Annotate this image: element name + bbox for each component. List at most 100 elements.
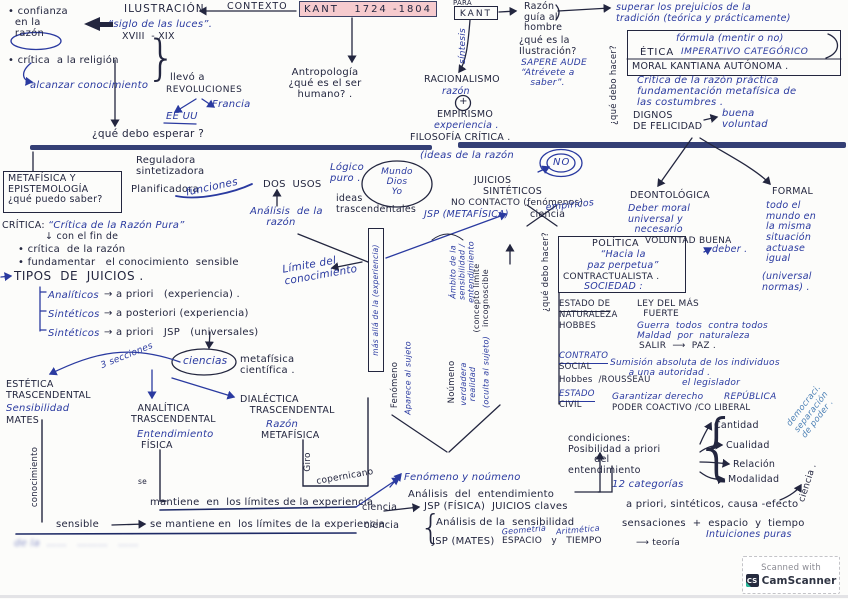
plus-sign: + (459, 96, 468, 107)
confianza-razon: • confianza en la razón (8, 6, 68, 40)
superar-prejuicios: superar los prejuicios de la tradición (… (616, 2, 791, 24)
texto-cortado: de la …… ……… …… (14, 538, 140, 549)
doce-categorias: 12 categorías (612, 479, 684, 490)
ley-mas-fuerte: LEY DEL MÁS FUERTE (637, 299, 699, 320)
hobbes-rousseau: Hobbes /ROUSSEAU (559, 375, 651, 385)
critica-razon-pura: “Crítica de la Razón Pura” (48, 220, 185, 231)
poder-coactivo: PODER COACTIVO /CO LIBERAL (612, 403, 751, 413)
estado: ESTADO (559, 389, 595, 402)
bullet-critica-razon: • crítica de la razón (18, 244, 126, 255)
ideas-de-la-razon: (ideas de la razón (420, 150, 514, 161)
no: NO (553, 157, 571, 168)
francia: Francia (212, 99, 251, 110)
filosofia-critica: FILOSOFÍA CRÍTICA . (410, 132, 511, 143)
analisis-entendimiento: Análisis del entendimiento (408, 489, 555, 500)
page-bottom-edge (0, 595, 848, 598)
fenomeno-noumeno: Fenómeno y noúmeno (404, 472, 521, 483)
badge-scanned-with: Scanned with (761, 563, 821, 573)
estado-de: ESTADO DE (559, 299, 611, 312)
sensibilidad: Sensibilidad (6, 403, 70, 414)
racionalismo: RACIONALISMO (424, 74, 500, 85)
estetica-trascendental: ESTÉTICA TRASCENDENTAL (6, 379, 91, 401)
que-debo-hacer-etica: ¿qué debo hacer? (609, 45, 620, 125)
maldad-naturaleza: Maldad por naturaleza (637, 331, 750, 341)
mates: MATES (6, 415, 40, 426)
politica-box (558, 236, 686, 293)
sapere-aude: SAPERE AUDE “Atrévete a saber”. (521, 58, 587, 89)
analitica-trascendental: ANALÍTICA TRASCENDENTAL (131, 403, 216, 425)
contractualista: CONTRACTUALISTA . (563, 272, 660, 282)
guerra-todos: Guerra todos contra todos (637, 321, 768, 331)
todo-el-mundo: todo el mundo en la misma situación actu… (766, 200, 817, 265)
cantidad: Cantidad (714, 420, 759, 431)
copernicano: copernicano (315, 467, 375, 487)
antropologia: Antropología ¿qué es el ser humano? . (288, 67, 362, 101)
juicios: JUICIOS (474, 175, 512, 186)
siglo-luces: “siglo de las luces”. (108, 19, 213, 30)
noumeno-v: Noúmeno (447, 360, 458, 404)
con-el-fin: ↓ con el fin de (45, 231, 119, 242)
empirismo: EMPIRISMO (437, 109, 494, 120)
metafisica-box: METAFÍSICA Y EPISTEMOLOGÍA ¿qué puedo sa… (3, 171, 122, 213)
sumision: Sumisión absoluta de los individuos a un… (610, 358, 780, 379)
politica: POLÍTICA (592, 238, 640, 249)
conocimiento-v: conocimiento (30, 446, 41, 508)
camscanner-logo-text: CS (746, 576, 758, 585)
camscanner-logo-icon: CS (745, 574, 759, 587)
badge-app-name: CamScanner (761, 574, 837, 587)
jsp-metafisica: JSP (METAFÍSICA) (424, 209, 509, 220)
formal: FORMAL (772, 186, 814, 197)
metafisica-dialectica: METAFÍSICA (261, 430, 320, 441)
razon-racionalismo: razón (442, 86, 470, 97)
bullet-fundamentar: • fundamentar el conocimiento sensible (18, 257, 239, 268)
tipos-juicios: TIPOS DE JUICIOS . (14, 269, 144, 283)
scan-artifact-bar-right (458, 142, 846, 148)
etica-box (627, 30, 841, 76)
sinteticos-apriori-jsp: → a priori JSP (universales) (104, 327, 259, 338)
imperativo-categorico: IMPERATIVO CATEGÓRICO (681, 47, 809, 57)
alcanzar-conocimiento: alcanzar conocimiento (30, 80, 149, 91)
dos-usos: DOS USOS (263, 179, 322, 190)
critica-religion: • crítica a la religión (8, 55, 119, 66)
sintesis: síntesis (457, 28, 468, 64)
sinteticos-2: Sintéticos (48, 328, 100, 339)
que-debo-hacer-centro: ¿qué debo hacer? (541, 232, 552, 312)
reguladora: Reguladora sintetizadora (136, 155, 205, 178)
garantizar: Garantizar derecho (612, 392, 704, 402)
metafisica-cientifica: metafísica científica . (240, 354, 295, 377)
relacion: Relación (733, 459, 776, 470)
buena-voluntad: buena voluntad (722, 108, 768, 131)
se-mantiene-1: mantiene en los límites de la experienci… (150, 497, 374, 508)
etica: ÉTICA (640, 47, 675, 58)
ideas-trascendentales: ideas trascendentales (336, 193, 417, 215)
formula-mentir: fórmula (mentir o no) (676, 33, 784, 44)
fisica: FÍSICA (141, 440, 173, 451)
flecha-teoria: ⟶ teoría (636, 538, 681, 548)
intuiciones-puras: Intuiciones puras (706, 529, 792, 540)
camscanner-badge[interactable]: Scanned with CS CamScanner (742, 556, 840, 594)
para-label: PARA (453, 0, 472, 7)
kant-box: KANT 1724 -1804 (299, 1, 437, 17)
llevo-a: llevó a (170, 72, 205, 83)
civil: CIVIL (559, 400, 582, 410)
sociedad: SOCIEDAD : (584, 281, 643, 292)
entendimiento: Entendimiento (137, 429, 214, 440)
scan-artifact-bar-left (30, 145, 432, 150)
se-mantiene-2: se mantiene en los límites de la experie… (150, 519, 386, 530)
condiciones: condiciones: Posibilidad a priori del en… (568, 433, 661, 476)
brace-revoluciones: } (146, 30, 177, 86)
universal-normas: (universal normas) . (762, 271, 812, 293)
giro: Giro (302, 452, 313, 472)
moral-kantiana: MORAL KANTIANA AUTÓNOMA . (632, 61, 789, 72)
ciencia-4: ciencia (364, 520, 400, 531)
experiencia-empirismo: experiencia . (434, 120, 499, 131)
mundo-dios-yo: Mundo Dios Yo (381, 167, 413, 198)
deber-moral: Deber moral universal y necesario (628, 203, 691, 236)
cualidad: Cualidad (726, 440, 770, 451)
contexto: CONTEXTO (227, 1, 288, 12)
apriori-causa-efecto: a priori, sintéticos, causa -efecto (626, 499, 799, 510)
analisis-razon: Análisis de la razón (250, 206, 323, 229)
que-es-ilustracion: ¿qué es la Ilustración? (519, 35, 577, 57)
planificadora: Planificadora (131, 184, 199, 195)
